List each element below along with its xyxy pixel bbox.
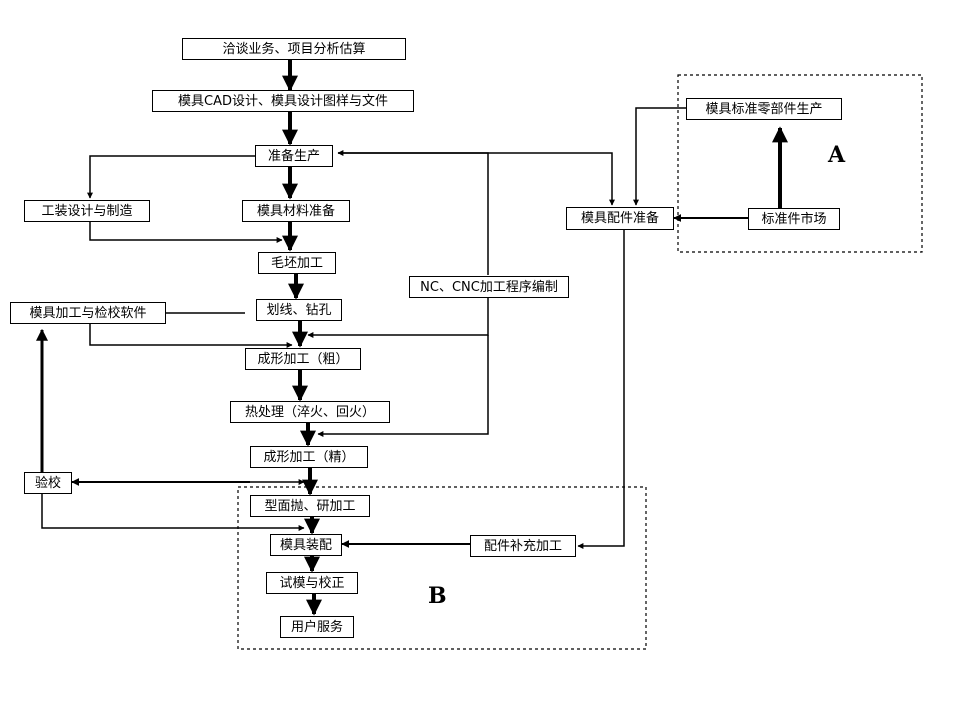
arrow-prep-to-fixture bbox=[87, 155, 255, 199]
node-standard-parts-production: 模具标准零部件生产 bbox=[686, 98, 842, 120]
node-prep-production: 准备生产 bbox=[255, 145, 333, 167]
node-part-supplement: 配件补充加工 bbox=[470, 535, 576, 557]
node-scribe-drill: 划线、钻孔 bbox=[256, 299, 342, 321]
arrow-verify-to-assembly bbox=[41, 494, 305, 531]
node-fixture-design: 工装设计与制造 bbox=[24, 200, 150, 222]
region-a-label: A bbox=[828, 142, 846, 168]
arrow-fixture-to-blank bbox=[89, 222, 283, 243]
region-a-box bbox=[677, 74, 923, 253]
node-standard-market: 标准件市场 bbox=[748, 208, 840, 230]
node-polish-grind: 型面抛、研加工 bbox=[250, 495, 370, 517]
node-finish-forming: 成形加工（精） bbox=[250, 446, 368, 468]
arrow-prep-to-parts bbox=[338, 152, 615, 206]
node-blank-machining: 毛坯加工 bbox=[258, 252, 336, 274]
region-b-box bbox=[237, 486, 647, 650]
node-rough-forming: 成形加工（粗） bbox=[245, 348, 361, 370]
node-nc-programming: NC、CNC加工程序编制 bbox=[409, 276, 569, 298]
node-material-prep: 模具材料准备 bbox=[242, 200, 350, 222]
node-user-service: 用户服务 bbox=[280, 616, 354, 638]
node-inspection-software: 模具加工与检校软件 bbox=[10, 302, 166, 324]
node-verify: 验校 bbox=[24, 472, 72, 494]
node-mold-assembly: 模具装配 bbox=[270, 534, 342, 556]
region-b-label: B bbox=[428, 583, 447, 609]
node-trial-correction: 试模与校正 bbox=[266, 572, 358, 594]
node-heat-treatment: 热处理（淬火、回火） bbox=[230, 401, 390, 423]
arrow-parts-to-supplement bbox=[577, 230, 625, 549]
node-cad-design: 模具CAD设计、模具设计图样与文件 bbox=[152, 90, 414, 112]
arrow-stdprod-to-parts bbox=[633, 107, 686, 206]
arrow-software-down-to-rough bbox=[89, 322, 293, 348]
line-nc-to-prep bbox=[337, 150, 489, 275]
node-negotiate: 洽谈业务、项目分析估算 bbox=[182, 38, 406, 60]
arrow-nc-to-finish bbox=[317, 335, 489, 437]
node-parts-prep: 模具配件准备 bbox=[566, 207, 674, 230]
